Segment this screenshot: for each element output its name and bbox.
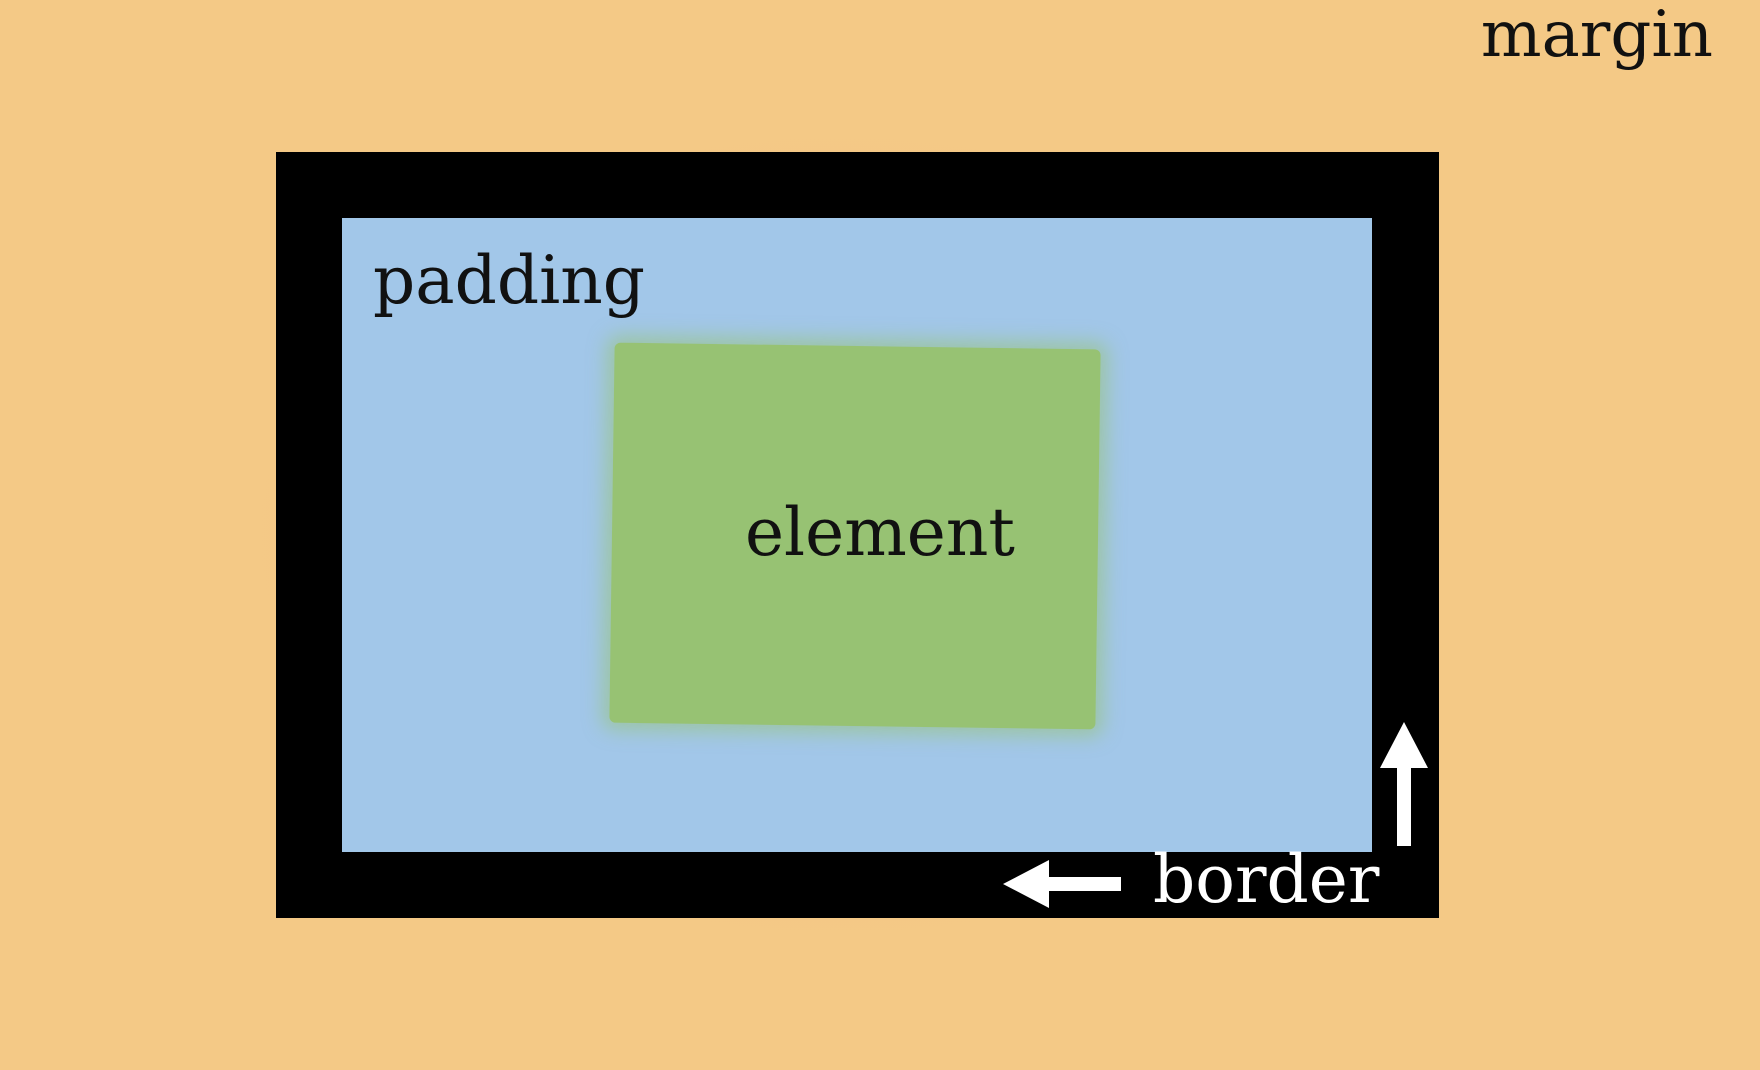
arrow-left-icon	[1003, 860, 1121, 908]
arrow-up-icon	[1380, 722, 1428, 846]
padding-label: padding	[373, 242, 645, 319]
margin-label: margin	[1480, 0, 1713, 72]
element-label: element	[745, 494, 1015, 571]
border-label: border	[1153, 841, 1380, 918]
